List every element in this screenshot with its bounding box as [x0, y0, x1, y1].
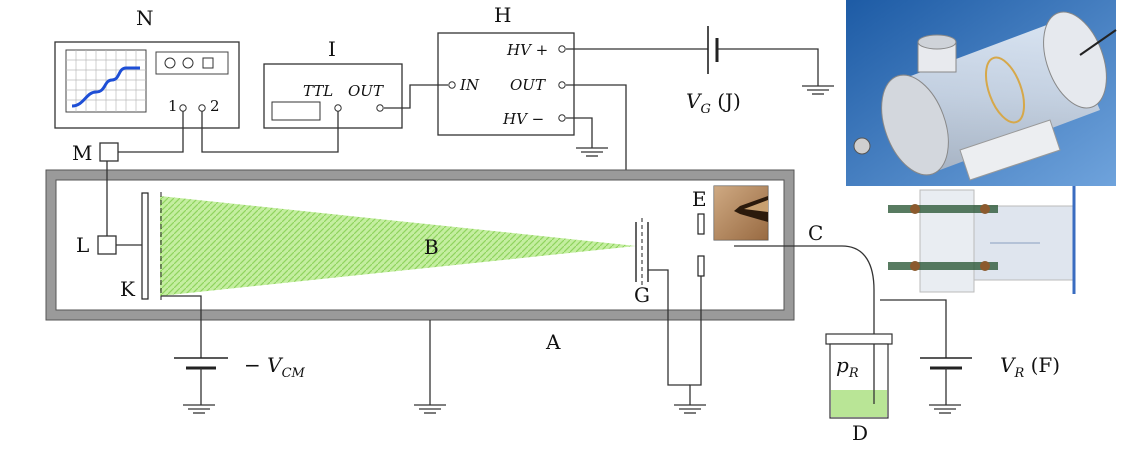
label-m: M	[72, 141, 92, 165]
scope-channel-1-label: 1	[168, 97, 178, 115]
label-g: G	[634, 283, 650, 307]
hv-minus-label: HV −	[502, 110, 544, 128]
hv-out-label: OUT	[510, 76, 546, 94]
gate-voltage-label: VG (J)	[686, 89, 741, 117]
pulse-out-label: OUT	[348, 82, 384, 100]
extraction-grid	[635, 218, 649, 286]
oscilloscope: 1 2	[54, 41, 240, 129]
label-b: B	[424, 235, 439, 259]
component-m	[99, 142, 119, 162]
label-e: E	[692, 187, 707, 211]
reservoir-voltage-source	[920, 357, 972, 370]
ion-plume	[160, 196, 636, 296]
hv-plus-label: HV +	[506, 41, 548, 59]
scope-channel-2-label: 2	[210, 97, 220, 115]
label-k: K	[120, 277, 136, 301]
label-n: N	[136, 6, 154, 30]
ttl-label: TTL	[303, 82, 333, 100]
gate-voltage-source	[707, 26, 719, 74]
label-i: I	[328, 37, 336, 61]
label-a: A	[545, 330, 561, 354]
liquid-reservoir	[825, 333, 893, 419]
reservoir-pressure-label: pR	[836, 353, 859, 381]
device-3d-render	[846, 0, 1117, 186]
pulse-generator: TTL OUT	[263, 63, 403, 129]
label-h: H	[494, 3, 511, 27]
device-side-render	[888, 186, 1082, 294]
cathode-voltage-source	[174, 357, 228, 370]
label-d: D	[852, 421, 868, 445]
scope-trace	[71, 66, 140, 108]
label-c: C	[808, 221, 823, 245]
component-l	[97, 235, 117, 255]
hv-pulse-supply: IN HV + OUT HV −	[437, 32, 575, 136]
label-l: L	[76, 233, 89, 257]
reservoir-voltage-label: VR (F)	[1000, 353, 1060, 381]
emitter-tip-photo	[713, 185, 769, 241]
target-electrode	[141, 192, 162, 300]
cathode-voltage-label: − VCM	[244, 353, 306, 381]
hv-in-label: IN	[459, 76, 480, 94]
